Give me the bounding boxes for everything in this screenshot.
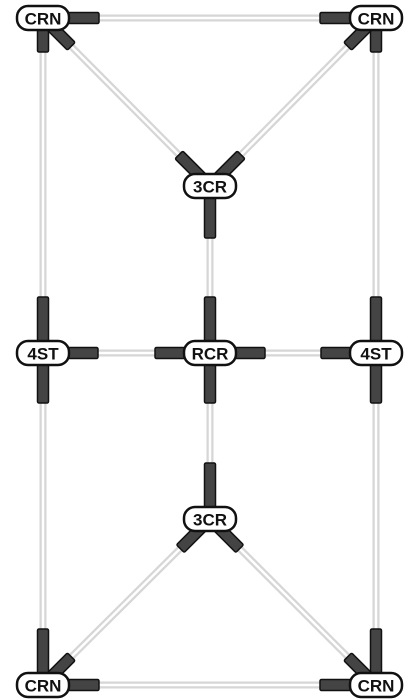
node-label: 3CR xyxy=(193,178,227,197)
node-label-box xyxy=(15,671,71,699)
node-label-box xyxy=(348,339,404,367)
joint-node-n4: 4ST xyxy=(15,296,99,404)
node-label: CRN xyxy=(25,677,62,696)
nodes-layer: CRN CRN 3CR 4ST RCR 4ST 3CR CRN CRN xyxy=(15,4,404,699)
joint-node-n8: CRN xyxy=(15,628,100,699)
joint-node-n7: 3CR xyxy=(176,462,244,553)
node-label-box xyxy=(15,339,71,367)
joint-node-n3: 3CR xyxy=(174,150,246,239)
node-label-box xyxy=(182,505,238,533)
node-label: 4ST xyxy=(27,345,59,364)
node-label-box xyxy=(182,339,238,367)
joint-node-n2: CRN xyxy=(319,4,404,53)
node-label: CRN xyxy=(25,10,62,29)
node-label-box xyxy=(348,4,404,32)
node-label: 4ST xyxy=(360,345,392,364)
joint-node-n9: CRN xyxy=(319,628,404,699)
node-label-box xyxy=(182,172,238,200)
node-label: CRN xyxy=(358,10,395,29)
node-label: 3CR xyxy=(193,511,227,530)
node-label: RCR xyxy=(192,345,229,364)
joint-node-n5: RCR xyxy=(154,296,266,404)
node-label-box xyxy=(15,4,71,32)
node-label-box xyxy=(348,671,404,699)
node-label: CRN xyxy=(358,677,395,696)
joint-node-n6: 4ST xyxy=(320,296,404,404)
joint-node-n1: CRN xyxy=(15,4,100,53)
